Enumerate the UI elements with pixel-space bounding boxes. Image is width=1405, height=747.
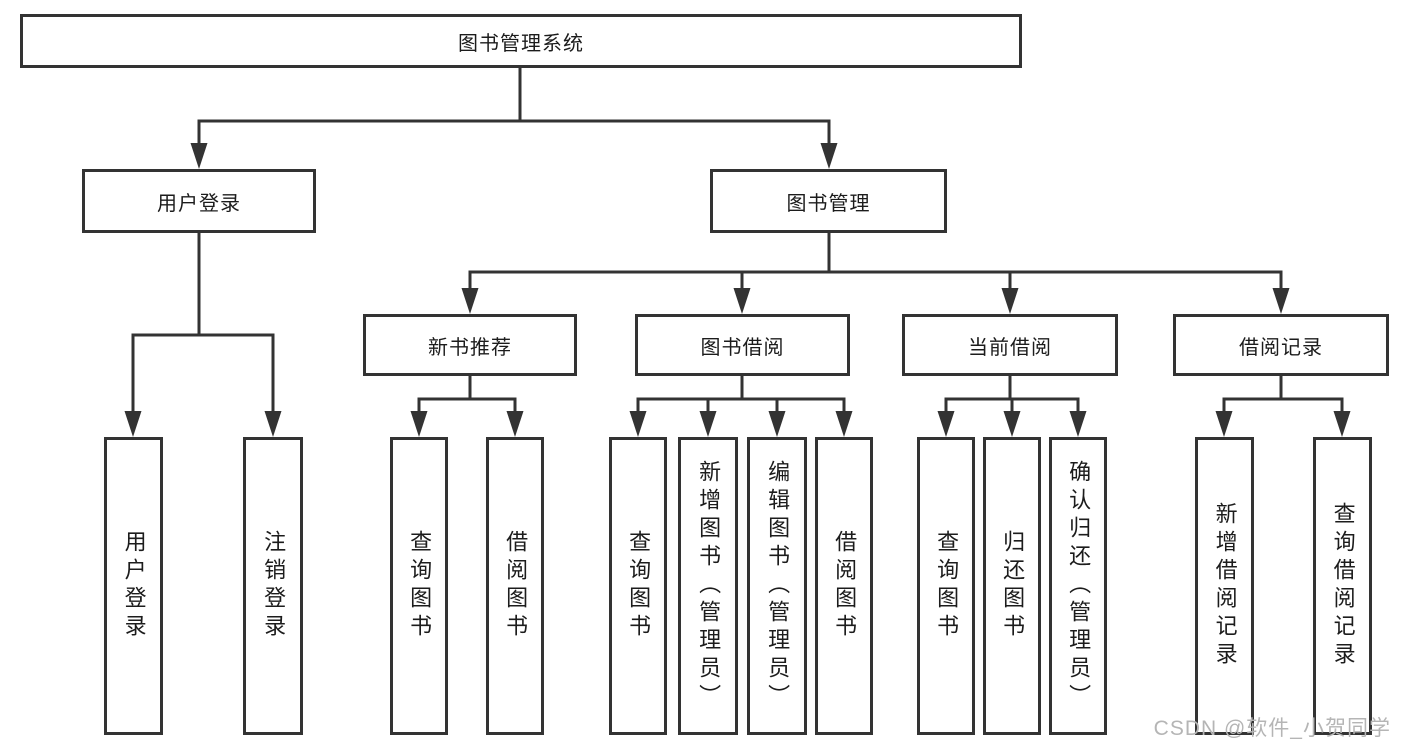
leaf-return-book: 归还图书	[983, 437, 1041, 735]
leaf-confirm-return-admin: 确认归还（管理员）	[1049, 437, 1107, 735]
node-label: 注销登录	[261, 530, 287, 642]
node-borrow-records: 借阅记录	[1173, 314, 1389, 376]
node-label: 图书管理	[786, 192, 871, 215]
csdn-watermark: CSDN @软件_小贺同学	[1153, 717, 1391, 740]
node-label: 图书借阅	[700, 336, 785, 359]
tree-edges	[131, 66, 1344, 415]
node-label: 借阅图书	[503, 530, 529, 642]
leaf-query-book-borrow: 查询图书	[609, 437, 667, 735]
arrowheads	[124, 143, 1351, 437]
node-book-management: 图书管理	[710, 169, 947, 233]
leaf-query-borrow-record: 查询借阅记录	[1313, 437, 1372, 735]
leaf-query-book-current: 查询图书	[917, 437, 975, 735]
node-label: 确认归还（管理员）	[1066, 460, 1092, 712]
node-label: 图书管理系统	[458, 32, 584, 55]
node-label: 归还图书	[1000, 530, 1026, 642]
node-label: 查询借阅记录	[1330, 502, 1356, 670]
node-label: 用户登录	[157, 192, 241, 215]
node-library-system: 图书管理系统	[20, 14, 1022, 68]
node-label: 借阅图书	[832, 530, 858, 642]
node-label: 借阅记录	[1239, 336, 1323, 359]
leaf-query-book-recommend: 查询图书	[390, 437, 448, 735]
node-book-borrow: 图书借阅	[635, 314, 850, 376]
node-label: 查询图书	[626, 530, 652, 642]
leaf-add-book-admin: 新增图书（管理员）	[678, 437, 738, 735]
leaf-edit-book-admin: 编辑图书（管理员）	[747, 437, 807, 735]
leaf-borrow-book-recommend: 借阅图书	[486, 437, 544, 735]
leaf-borrow-book: 借阅图书	[815, 437, 873, 735]
node-label: 新增图书（管理员）	[696, 460, 722, 712]
node-label: 查询图书	[934, 530, 960, 642]
node-current-borrow: 当前借阅	[902, 314, 1118, 376]
node-user-login: 用户登录	[82, 169, 316, 233]
node-label: 当前借阅	[968, 336, 1052, 359]
node-label: 查询图书	[407, 530, 433, 642]
node-label: 编辑图书（管理员）	[765, 460, 791, 712]
leaf-user-login: 用户登录	[104, 437, 163, 735]
leaf-add-borrow-record: 新增借阅记录	[1195, 437, 1254, 735]
node-label: 新书推荐	[428, 336, 512, 359]
leaf-logout: 注销登录	[243, 437, 303, 735]
node-label: 用户登录	[121, 530, 147, 642]
node-new-book-recommend: 新书推荐	[363, 314, 577, 376]
node-label: 新增借阅记录	[1212, 502, 1238, 670]
